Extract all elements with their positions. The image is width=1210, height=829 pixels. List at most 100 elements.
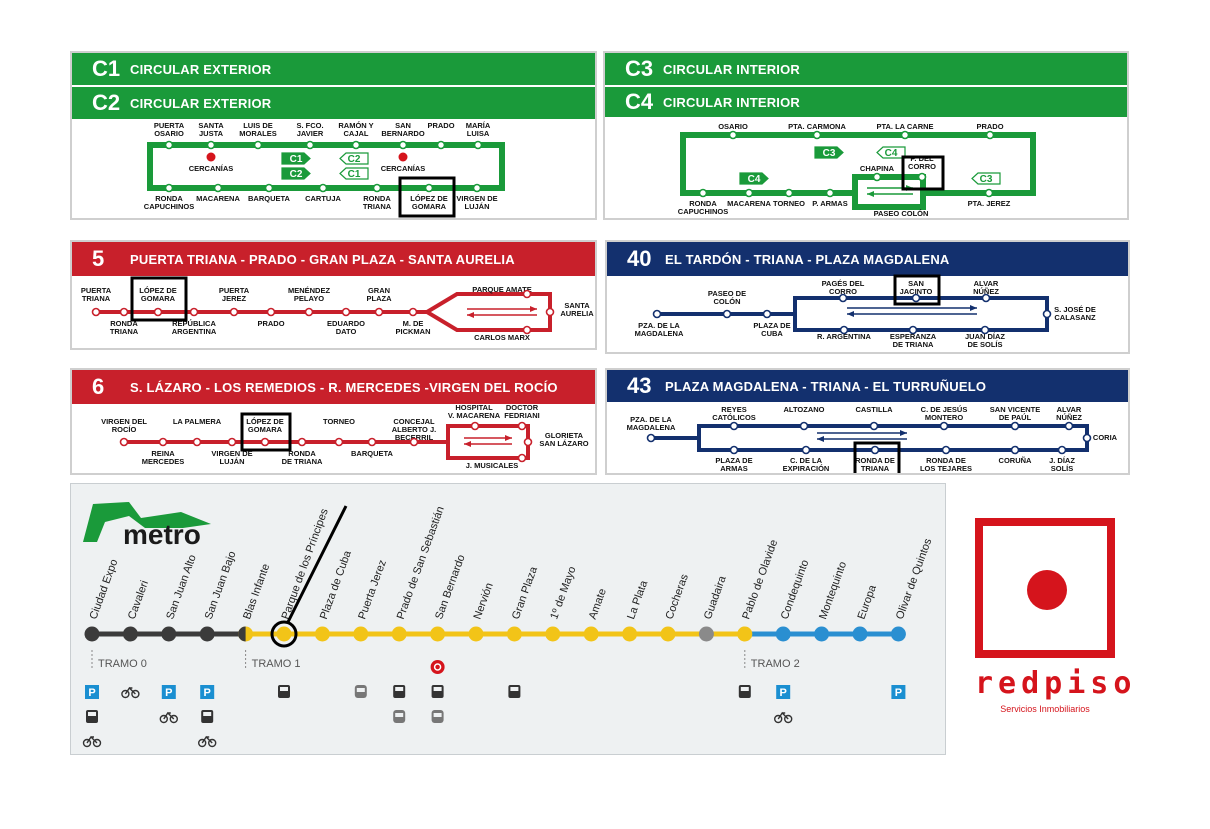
arrow-head bbox=[847, 311, 854, 317]
stop-dot bbox=[652, 309, 662, 319]
interchange-half bbox=[238, 626, 246, 642]
metro-station bbox=[430, 626, 446, 642]
stop-dot bbox=[266, 307, 276, 317]
parking-label: P bbox=[895, 687, 902, 699]
bike-wheel bbox=[784, 714, 793, 724]
stop-dot bbox=[869, 421, 879, 431]
panel-line-40: 40 EL TARDÓN - TRIANA - PLAZA MAGDALENA … bbox=[605, 240, 1130, 354]
stop-dot bbox=[744, 188, 754, 198]
bike-wheel bbox=[131, 689, 140, 699]
metro-station bbox=[814, 626, 830, 642]
brand-dot bbox=[1027, 570, 1067, 610]
header-line-5: 5 PUERTA TRIANA - PRADO - GRAN PLAZA - S… bbox=[72, 242, 595, 276]
stop-dot bbox=[297, 437, 307, 447]
bike-frame bbox=[777, 711, 789, 720]
line-code: 40 bbox=[627, 246, 652, 271]
metro-station bbox=[506, 626, 522, 642]
line-name: PLAZA MAGDALENA - TRIANA - EL TURRUÑUELO bbox=[665, 378, 987, 394]
stop-dot bbox=[908, 325, 918, 335]
bus-window bbox=[395, 687, 404, 691]
stop-label: PRADO bbox=[976, 122, 1003, 131]
bike-frame bbox=[86, 735, 98, 744]
arrow-head bbox=[464, 441, 471, 447]
stop-dot bbox=[646, 433, 656, 443]
station-name: San Bernardo bbox=[433, 553, 467, 621]
parking-icon bbox=[200, 685, 215, 699]
panel-line-5: 5 PUERTA TRIANA - PRADO - GRAN PLAZA - S… bbox=[70, 240, 597, 350]
tram-window bbox=[395, 713, 404, 717]
stop-dot bbox=[1057, 445, 1067, 455]
stop-dot bbox=[260, 437, 270, 447]
route-loop bbox=[697, 424, 1089, 452]
metro-station bbox=[583, 626, 599, 642]
bus-window bbox=[433, 687, 442, 691]
route-branch bbox=[852, 174, 926, 210]
stop-dot bbox=[424, 183, 434, 193]
direction-badge bbox=[971, 172, 1001, 185]
badge-label: C2 bbox=[290, 169, 303, 180]
brand-subtitle: Servicios Inmobiliarios bbox=[1000, 704, 1090, 714]
stop-dot bbox=[517, 453, 527, 463]
stop-label: CORUÑA bbox=[999, 456, 1032, 465]
direction-badge bbox=[281, 167, 311, 180]
line-name: CIRCULAR EXTERIOR bbox=[130, 95, 272, 111]
station-name: Gran Plaza bbox=[510, 564, 540, 621]
panel-line-43: 43 PLAZA MAGDALENA - TRIANA - EL TURRUÑU… bbox=[605, 368, 1130, 475]
brand-name: redpiso bbox=[975, 666, 1137, 701]
line-name: CIRCULAR INTERIOR bbox=[663, 61, 801, 77]
stop-label: CARTUJA bbox=[305, 194, 341, 203]
stop-dot bbox=[941, 445, 951, 455]
stop-dot bbox=[164, 183, 174, 193]
station-name: Europa bbox=[856, 583, 880, 621]
stop-label: ALTOZANO bbox=[784, 405, 825, 414]
parking-icon bbox=[891, 685, 906, 699]
stop-dot bbox=[728, 130, 738, 140]
header-line-40: 40 EL TARDÓN - TRIANA - PLAZA MAGDALENA bbox=[607, 242, 1128, 276]
station-name: Amate bbox=[587, 587, 609, 621]
metro-logo-mark bbox=[83, 502, 211, 542]
stop-label: TORNEO bbox=[773, 199, 805, 208]
cercanias-icon-inner bbox=[433, 663, 442, 671]
station-name: Cavaleri bbox=[126, 579, 151, 621]
metro-station bbox=[775, 626, 791, 642]
station-name: San Juan Bajo bbox=[203, 550, 239, 621]
stop-dot bbox=[762, 309, 772, 319]
bike-frame bbox=[124, 686, 136, 695]
stop-dot bbox=[1010, 445, 1020, 455]
line-code: C4 bbox=[625, 89, 654, 114]
line-code: 43 bbox=[627, 373, 652, 398]
bus-icon bbox=[278, 685, 290, 698]
panel-line-6: 6 S. LÁZARO - LOS REMEDIOS - R. MERCEDES… bbox=[70, 368, 597, 475]
stop-label: MACARENA bbox=[196, 194, 240, 203]
stop-dot bbox=[1010, 421, 1020, 431]
bike-icon bbox=[197, 738, 207, 748]
bike-icon bbox=[82, 738, 92, 748]
stop-dot bbox=[229, 307, 239, 317]
bike-frame bbox=[201, 735, 213, 744]
stop-label: BARQUETA bbox=[248, 194, 291, 203]
direction-badge bbox=[281, 152, 311, 165]
badge-label: C1 bbox=[348, 169, 361, 180]
metro-station bbox=[84, 626, 100, 642]
stop-dot bbox=[119, 437, 129, 447]
badge-label: C4 bbox=[885, 148, 898, 159]
direction-badge bbox=[339, 152, 369, 165]
